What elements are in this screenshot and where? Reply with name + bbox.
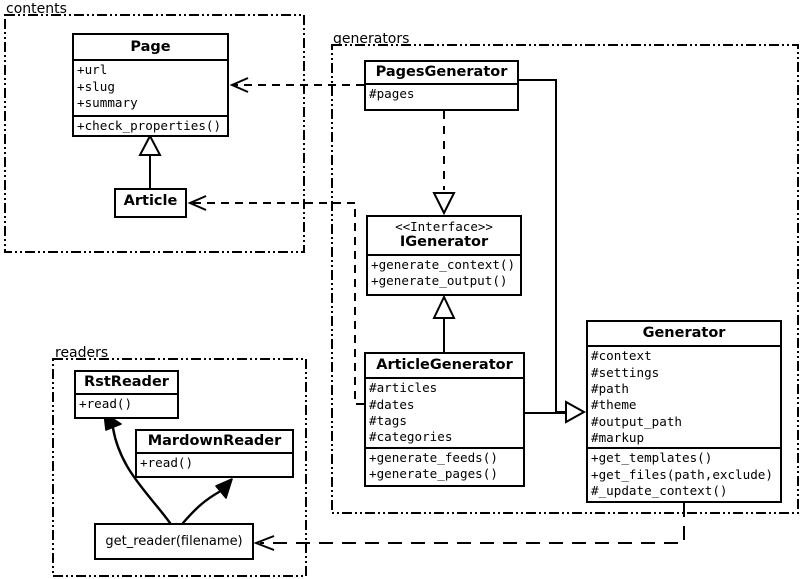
class-attributes-generator: #context #settings #path #theme #output_… xyxy=(588,345,780,447)
attribute-row: #path xyxy=(591,380,629,396)
class-operations-articlegenerator: +generate_feeds() +generate_pages() xyxy=(366,446,523,484)
edge-article-extends-page xyxy=(138,133,162,188)
operation-row: #_update_context() xyxy=(591,483,728,499)
operation-row: +check_properties() xyxy=(77,118,222,134)
class-box-article[interactable]: Article xyxy=(114,188,187,218)
attribute-row: +slug xyxy=(77,78,115,94)
attribute-row: #dates xyxy=(369,396,415,412)
class-box-rstreader[interactable]: RstReader +read() xyxy=(74,370,179,419)
attribute-row: #articles xyxy=(369,380,438,396)
class-attributes-page: +url +slug +summary xyxy=(74,59,227,115)
edge-pagesgenerator-uses-page xyxy=(229,77,364,93)
edge-articlegenerator-extends-generator xyxy=(525,400,587,424)
operation-row: +read() xyxy=(140,455,194,471)
function-box-get-reader[interactable]: get_reader(filename) xyxy=(94,523,254,560)
package-label-generators: generators xyxy=(333,31,410,47)
class-name-rstreader: RstReader xyxy=(84,374,169,390)
class-name-articlegenerator: ArticleGenerator xyxy=(376,357,513,373)
operation-row: +read() xyxy=(79,396,133,412)
operation-row: +get_files(path,exclude) xyxy=(591,466,773,482)
class-name-article: Article xyxy=(123,193,178,209)
attribute-row: #context xyxy=(591,348,652,364)
class-name-page: Page xyxy=(130,39,171,55)
class-box-pagesgenerator[interactable]: PagesGenerator #pages xyxy=(364,60,519,111)
class-attributes-pagesgenerator: #pages xyxy=(366,83,517,103)
attribute-row: #tags xyxy=(369,412,407,428)
attribute-row: #categories xyxy=(369,429,453,445)
class-name-text: IGenerator xyxy=(399,234,489,251)
operation-row: +generate_feeds() xyxy=(369,449,498,465)
class-name-mardownreader: MardownReader xyxy=(147,433,282,449)
edge-generator-uses-getreader xyxy=(253,503,685,551)
class-box-generator[interactable]: Generator #context #settings #path #them… xyxy=(586,320,782,503)
class-name-generator: Generator xyxy=(642,325,726,341)
class-attributes-articlegenerator: #articles #dates #tags #categories xyxy=(366,377,523,446)
attribute-row: #output_path xyxy=(591,413,682,429)
class-name-igenerator: <<Interface>> IGenerator xyxy=(368,217,520,254)
edge-articlegenerator-implements-igenerator xyxy=(432,294,456,352)
edge-pagesgenerator-extends-generator xyxy=(519,79,566,413)
attribute-row: #theme xyxy=(591,397,637,413)
class-operations-generator: +get_templates() +get_files(path,exclude… xyxy=(588,447,780,500)
class-box-page[interactable]: Page +url +slug +summary +check_properti… xyxy=(72,33,229,137)
class-operations-page: +check_properties() xyxy=(74,115,227,135)
class-operations-rstreader: +read() xyxy=(76,393,177,413)
edge-articlegenerator-uses-article xyxy=(187,195,364,405)
attribute-row: #settings xyxy=(591,364,660,380)
class-operations-mardownreader: +read() xyxy=(137,452,292,472)
operation-row: +generate_output() xyxy=(371,272,508,288)
attribute-row: +url xyxy=(77,62,108,78)
class-stereotype-igenerator: <<Interface>> xyxy=(395,219,493,234)
edge-pagesgenerator-realizes-igenerator xyxy=(432,111,456,216)
class-operations-igenerator: +generate_context() +generate_output() xyxy=(368,253,520,291)
package-label-readers: readers xyxy=(55,345,109,361)
edge-getreader-returns-mardownreader xyxy=(181,478,233,525)
class-box-mardownreader[interactable]: MardownReader +read() xyxy=(135,429,294,478)
attribute-row: #pages xyxy=(369,86,415,102)
attribute-row: +summary xyxy=(77,94,138,110)
class-box-igenerator[interactable]: <<Interface>> IGenerator +generate_conte… xyxy=(366,215,522,296)
operation-row: +generate_pages() xyxy=(369,466,498,482)
package-label-contents: contents xyxy=(6,1,67,17)
class-box-articlegenerator[interactable]: ArticleGenerator #articles #dates #tags … xyxy=(364,352,525,487)
class-name-pagesgenerator: PagesGenerator xyxy=(375,64,508,80)
operation-row: +get_templates() xyxy=(591,450,713,466)
attribute-row: #markup xyxy=(591,430,645,446)
operation-row: +generate_context() xyxy=(371,256,516,272)
